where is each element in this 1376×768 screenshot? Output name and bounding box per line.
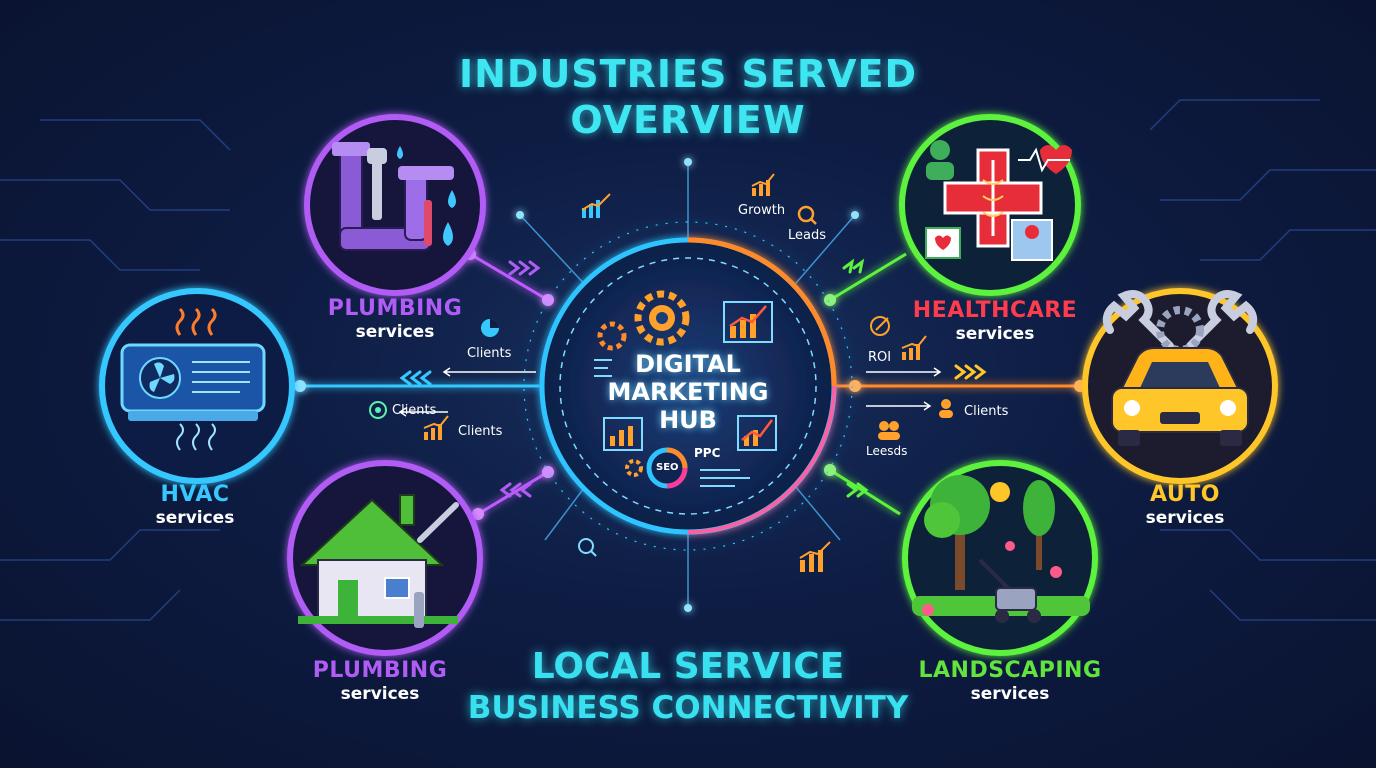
label-hvac: HVAC services [100, 482, 290, 528]
node-name: AUTO [1150, 482, 1220, 507]
clients-pie-icon [481, 319, 499, 337]
clients-people-icon [939, 399, 953, 418]
node-sub: services [340, 684, 420, 704]
hub-spokes [519, 160, 856, 610]
hub-bar-chart-icon [723, 301, 773, 343]
hub-label-line-2: MARKETING [607, 378, 769, 406]
air-conditioner-icon [120, 307, 266, 451]
annotation-clients-1: Clients [467, 346, 512, 361]
bottom-title-line-1: LOCAL SERVICE [531, 646, 845, 687]
annotation-leads: Leads [788, 228, 827, 243]
label-healthcare: HEALTHCARE services [880, 298, 1110, 344]
hub-label-line-1: DIGITAL [635, 350, 741, 378]
annotation-growth: Growth [738, 203, 786, 218]
node-name: PLUMBING [312, 658, 448, 683]
node-sub: services [1145, 508, 1225, 528]
hub-gear-icon [634, 290, 690, 346]
tree-mower-icon [912, 475, 1090, 623]
label-auto: AUTO services [1090, 482, 1280, 528]
roi-chart-icon [901, 335, 927, 360]
annotation-clients-4: Clients [964, 404, 1009, 419]
seo-ring-icon [646, 447, 688, 489]
chevron-arrows [399, 258, 987, 498]
node-name: PLUMBING [327, 296, 463, 321]
bottom-chart-icon [799, 541, 831, 572]
hub-chart-left-icon [603, 417, 643, 451]
hub-chart-right-icon [737, 415, 777, 451]
label-plumbing-bottom: PLUMBING services [275, 658, 485, 704]
annotation-clients-3: Clients [458, 424, 503, 439]
hub-list-right-icon [700, 469, 750, 487]
node-name: HEALTHCARE [912, 298, 1078, 323]
clients-target-icon [369, 401, 387, 419]
hub-small-gear-bottom-icon [625, 459, 643, 477]
hub-list-left-icon [594, 359, 612, 377]
ppc-label: PPC [694, 446, 721, 460]
house-icon [298, 494, 459, 628]
leads-search-icon [797, 205, 817, 225]
node-sub: services [955, 324, 1035, 344]
label-plumbing-top: PLUMBING services [290, 296, 500, 342]
main-title-line-1: INDUSTRIES SERVED [458, 52, 918, 96]
hub-small-gear-icon [597, 321, 627, 351]
connectors [300, 252, 1080, 516]
main-title-line-2: OVERVIEW [570, 98, 806, 142]
bottom-title-line-2: BUSINESS CONNECTIVITY [467, 690, 909, 726]
label-landscaping: LANDSCAPING services [880, 658, 1140, 704]
annotation-clients-2: Clients [392, 403, 437, 418]
node-name: HVAC [160, 482, 230, 507]
flow-arrows [398, 367, 942, 417]
clients-chart-icon [423, 415, 449, 440]
node-sub: services [355, 322, 435, 342]
top-left-chart-icon [581, 193, 611, 218]
car-icon [1102, 290, 1258, 446]
node-sub: services [970, 684, 1050, 704]
node-name: LANDSCAPING [918, 658, 1102, 683]
annotation-roi: ROI [868, 350, 892, 365]
hub-label: DIGITAL MARKETING HUB [583, 350, 793, 434]
node-sub: services [155, 508, 235, 528]
spoke-dots [516, 158, 859, 612]
roi-target-icon [870, 316, 890, 336]
leesds-people-icon [878, 421, 900, 440]
bottom-search-icon [578, 538, 597, 557]
growth-chart-icon [751, 173, 775, 196]
seo-label: SEO [656, 462, 679, 473]
pipe-wrench-icon [332, 142, 456, 251]
circuit-lines [0, 99, 1376, 621]
hub-label-line-3: HUB [659, 406, 717, 434]
annotation-leesds: Leesds [866, 444, 908, 458]
medical-cross-icon [925, 140, 1072, 261]
